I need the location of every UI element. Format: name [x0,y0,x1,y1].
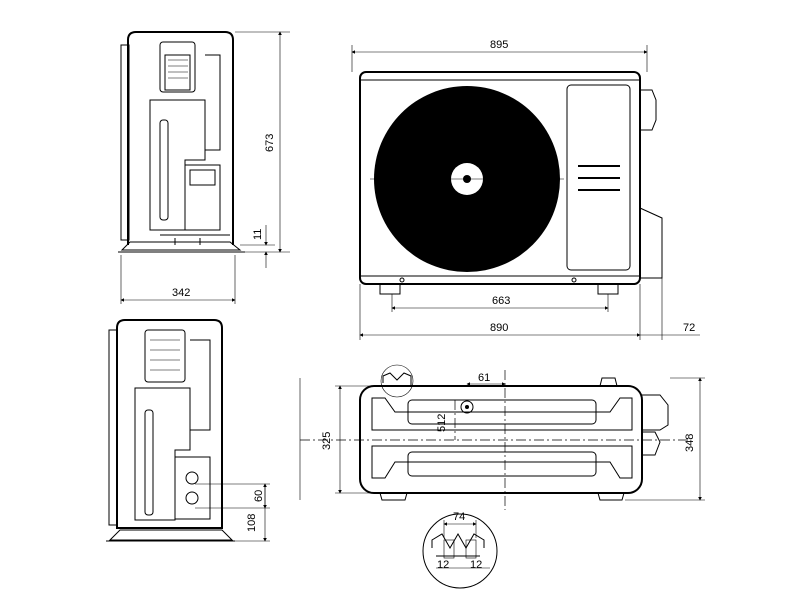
label-512: 512 [436,414,448,432]
top-view: 512 61 325 348 [299,364,705,510]
dim-front-width-top: 895 [490,39,508,51]
front-view: 895 663 890 72 [351,39,700,340]
dim-top-depth-left: 325 [321,432,333,450]
dim-top-pipe-offset: 61 [478,372,490,384]
dim-detail-width: 74 [453,511,465,523]
side-view: 342 673 11 [118,31,290,304]
dim-detail-small-left: 12 [437,559,449,571]
dim-valve-offset: 72 [683,322,695,334]
dim-front-width-bottom: 890 [490,322,508,334]
dim-top-depth-right: 348 [684,434,696,452]
fan-grille [370,86,564,272]
foot-detail-view: 74 12 12 [422,511,498,589]
dim-side-foot: 11 [252,229,264,240]
dim-front-foot-spacing: 663 [492,295,510,307]
dim-rear-base-height: 108 [246,514,258,532]
dim-detail-small-right: 12 [470,559,482,571]
dim-side-height: 673 [264,134,276,152]
rear-view: 60 108 [106,319,270,542]
dim-rear-valve-height: 60 [253,490,265,502]
dim-side-depth: 342 [172,287,190,299]
